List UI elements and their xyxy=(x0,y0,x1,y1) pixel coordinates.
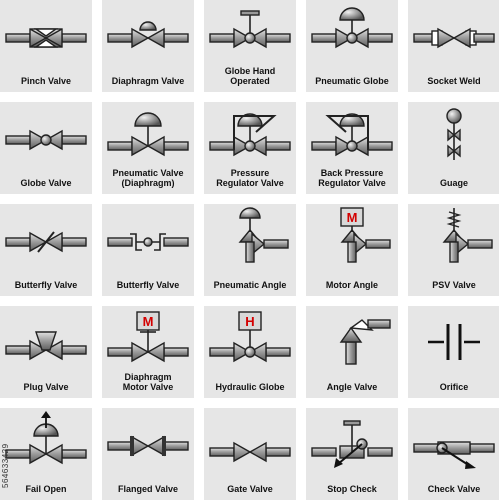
symbol-label: Diaphragm Valve xyxy=(111,76,185,86)
back-pressure-regulator-valve-tile: Back Pressure Regulator Valve xyxy=(306,102,398,194)
pneumatic-globe-tile: Pneumatic Globe xyxy=(306,0,398,92)
badge-letter: M xyxy=(143,314,154,329)
symbol-label: Socket Weld xyxy=(427,76,481,86)
symbol-label: Orifice xyxy=(439,382,469,392)
socket-weld-tile: Socket Weld xyxy=(408,0,499,92)
symbol-label: Motor Angle xyxy=(325,280,379,290)
gate-valve-tile: Gate Valve xyxy=(204,408,296,500)
stop-check-tile: Stop Check xyxy=(306,408,398,500)
symbol-label: Butterfly Valve xyxy=(14,280,78,290)
symbol-label: Pneumatic Globe xyxy=(315,76,389,86)
symbol-label: Globe Hand Operated xyxy=(224,66,276,86)
symbol-label: Fail Open xyxy=(25,484,67,494)
symbol-label: Hydraulic Globe xyxy=(215,382,285,392)
gauge-tile: Guage xyxy=(408,102,499,194)
flanged-valve-tile: Flanged Valve xyxy=(102,408,194,500)
pneumatic-valve-diaphragm-tile: Pneumatic Valve (Diaphragm) xyxy=(102,102,194,194)
symbol-label: Pinch Valve xyxy=(20,76,72,86)
symbol-label: Angle Valve xyxy=(326,382,378,392)
plug-valve-tile: Plug Valve xyxy=(0,306,92,398)
symbol-label: Stop Check xyxy=(327,484,377,494)
butterfly-valve-tile: Butterfly Valve xyxy=(0,204,92,296)
symbol-label: Back Pressure Regulator Valve xyxy=(318,168,386,188)
symbol-label: Check Valve xyxy=(427,484,481,494)
pressure-regulator-valve-tile: Pressure Regulator Valve xyxy=(204,102,296,194)
symbol-label: Globe Valve xyxy=(20,178,72,188)
watermark-id: 564633429 xyxy=(1,443,10,488)
hydraulic-globe-tile: H Hydraulic Globe xyxy=(204,306,296,398)
symbol-label: Flanged Valve xyxy=(117,484,179,494)
fail-open-tile: Fail Open xyxy=(0,408,92,500)
angle-valve-tile: Angle Valve xyxy=(306,306,398,398)
psv-valve-tile: PSV Valve xyxy=(408,204,499,296)
diaphragm-motor-valve-tile: M Diaphragm Motor Valve xyxy=(102,306,194,398)
motor-angle-tile: M Motor Angle xyxy=(306,204,398,296)
symbol-label: Pneumatic Valve (Diaphragm) xyxy=(112,168,184,188)
symbol-label: PSV Valve xyxy=(432,280,476,290)
symbol-label: Gate Valve xyxy=(227,484,273,494)
symbol-label: Pneumatic Angle xyxy=(213,280,287,290)
diaphragm-valve-tile: Diaphragm Valve xyxy=(102,0,194,92)
orifice-tile: Orifice xyxy=(408,306,499,398)
pneumatic-angle-tile: Pneumatic Angle xyxy=(204,204,296,296)
check-valve-tile: Check Valve xyxy=(408,408,499,500)
symbol-label: Guage xyxy=(439,178,468,188)
badge-letter: M xyxy=(347,210,358,225)
badge-letter: H xyxy=(245,314,254,329)
globe-valve-tile: Globe Valve xyxy=(0,102,92,194)
pinch-valve-tile: Pinch Valve xyxy=(0,0,92,92)
symbol-label: Pressure Regulator Valve xyxy=(216,168,284,188)
symbol-label: Butterfly Valve xyxy=(116,280,180,290)
butterfly-valve-alt-tile: Butterfly Valve xyxy=(102,204,194,296)
symbol-label: Plug Valve xyxy=(23,382,69,392)
symbol-label: Diaphragm Motor Valve xyxy=(122,372,174,392)
globe-hand-operated-tile: Globe Hand Operated xyxy=(204,0,296,92)
